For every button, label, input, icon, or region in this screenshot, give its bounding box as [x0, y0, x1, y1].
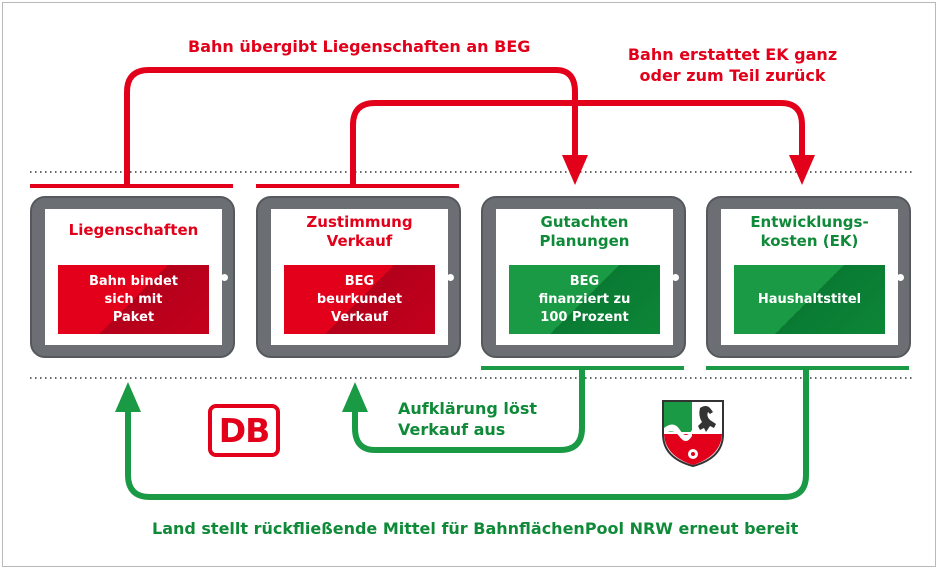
red-flow-handover — [124, 67, 578, 184]
tablet-title: Entwicklungs- kosten (EK) — [750, 213, 869, 250]
home-button-icon — [221, 274, 228, 281]
tablet-screen: Liegenschaften Bahn bindet sich mit Pake… — [45, 209, 222, 345]
tablet-box: BEG beurkundet Verkauf — [284, 265, 435, 334]
label-handover: Bahn übergibt Liegenschaften an BEG — [188, 37, 531, 56]
green-arrow-zustimmung — [342, 382, 368, 412]
green-arrow-liegenschaften — [115, 382, 141, 412]
db-logo-icon: DB — [208, 404, 280, 457]
green-flow-land — [125, 368, 809, 500]
red-arrow-gutachten — [562, 155, 588, 185]
tablet-title: Zustimmung Verkauf — [306, 213, 413, 250]
nrw-crest-icon — [662, 400, 724, 468]
green-flow-clarification — [352, 368, 585, 453]
tablet-gutachten-planungen: Gutachten Planungen BEG finanziert zu 10… — [481, 196, 686, 358]
tablet-title: Gutachten Planungen — [539, 213, 630, 250]
tablet-box: Haushaltstitel — [734, 265, 885, 334]
label-clarification: Aufklärung löst Verkauf aus — [398, 399, 537, 439]
tablet-screen: Zustimmung Verkauf BEG beurkundet Verkau… — [271, 209, 448, 345]
tablet-screen: Entwicklungs- kosten (EK) Haushaltstitel — [721, 209, 898, 345]
tablet-screen: Gutachten Planungen BEG finanziert zu 10… — [496, 209, 673, 345]
home-button-icon — [897, 274, 904, 281]
home-button-icon — [447, 274, 454, 281]
label-refund: Bahn erstattet EK ganz oder zum Teil zur… — [627, 45, 838, 85]
tablet-liegenschaften: Liegenschaften Bahn bindet sich mit Pake… — [30, 196, 235, 358]
tablet-box: BEG finanziert zu 100 Prozent — [509, 265, 660, 334]
home-button-icon — [672, 274, 679, 281]
tablet-zustimmung-verkauf: Zustimmung Verkauf BEG beurkundet Verkau… — [256, 196, 461, 358]
tablet-entwicklungskosten: Entwicklungs- kosten (EK) Haushaltstitel — [706, 196, 911, 358]
label-land-funds: Land stellt rückfließende Mittel für Bah… — [152, 519, 799, 538]
tablet-title: Liegenschaften — [68, 221, 199, 239]
red-flow-refund — [350, 100, 805, 184]
red-arrow-entwicklung — [789, 155, 815, 185]
tablet-box: Bahn bindet sich mit Paket — [58, 265, 209, 334]
